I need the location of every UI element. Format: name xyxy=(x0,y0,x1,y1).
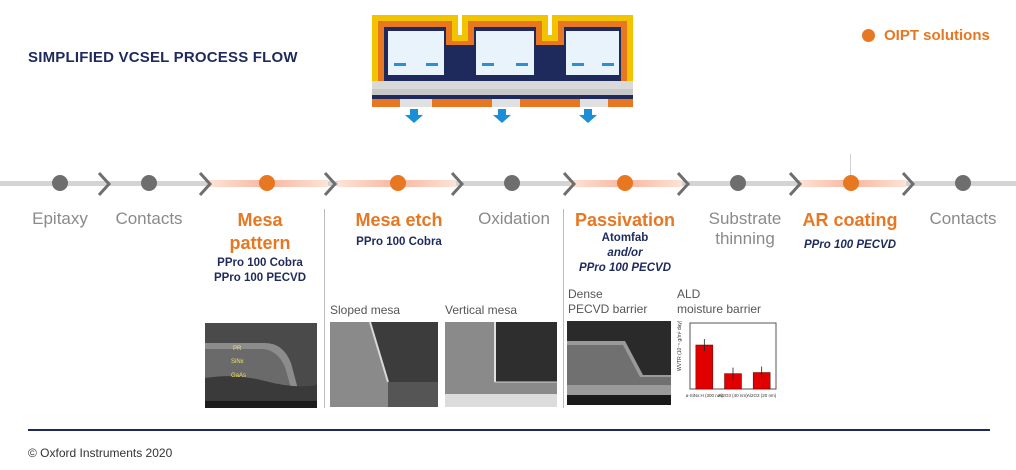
chevron-right-icon xyxy=(901,171,916,197)
step-node-mesa-pattern xyxy=(259,175,275,191)
page-title: SIMPLIFIED VCSEL PROCESS FLOW xyxy=(28,49,298,66)
wvtr-bar-chart: WVTR (10⁻⁵ g/m² day) a-SiNx:H (300 nm)Al… xyxy=(676,321,780,407)
step-node-mesa-etch xyxy=(390,175,406,191)
chart-y-axis-label: WVTR (10⁻⁵ g/m² day) xyxy=(677,321,683,371)
tool-name: PPro 100 Cobra xyxy=(356,236,442,248)
chart-bars xyxy=(695,339,771,390)
step-node-contacts xyxy=(141,175,157,191)
tool-name: Atomfab xyxy=(601,232,649,244)
step-label-passivation: Passivation xyxy=(574,210,676,230)
step-label-contacts: Contacts xyxy=(115,209,183,228)
sem-image-dense-pecvd xyxy=(567,321,671,405)
chevron-right-icon xyxy=(676,171,691,197)
caption-sloped-mesa: Sloped mesa xyxy=(330,303,401,317)
vcsel-schematic xyxy=(370,13,635,123)
chevron-right-icon xyxy=(450,171,465,197)
tools-passivation: Atomfab and/or PPro 100 PECVD xyxy=(566,231,684,276)
step-label-mesa-pattern-line2: pattern xyxy=(229,233,291,253)
footer-divider xyxy=(28,429,990,431)
tool-name: PPro 100 Cobra xyxy=(217,257,303,269)
sem-label: PR xyxy=(233,346,242,352)
tools-ar-coating: PPro 100 PECVD xyxy=(794,238,906,253)
tool-name: PPro 100 PECVD xyxy=(578,262,672,274)
chevron-right-icon xyxy=(97,171,112,197)
step-label-substrate-line2: thinning xyxy=(715,229,775,248)
step-node-ar-coating xyxy=(843,175,859,191)
tool-connector: and/or xyxy=(566,246,684,261)
chart-x-labels: a-SiNx:H (300 nm)Al2O3 (40 nm)Al2O3 (20 … xyxy=(686,393,777,398)
tools-mesa-etch: PPro 100 Cobra xyxy=(340,235,458,250)
tool-name: PPro 100 PECVD xyxy=(213,272,307,284)
caption-line: moisture barrier xyxy=(677,302,762,316)
step-label-mesa-etch: Mesa etch xyxy=(355,210,443,230)
step-label-substrate-line1: Substrate xyxy=(708,209,782,228)
chart-bar xyxy=(695,344,714,390)
chevron-right-icon xyxy=(198,171,213,197)
caption-line: Dense xyxy=(568,287,603,301)
sem-image-sloped-mesa xyxy=(330,322,438,407)
step-label-epitaxy: Epitaxy xyxy=(32,209,88,228)
caption-ald: ALD moisture barrier xyxy=(677,287,761,317)
tool-name: PPro 100 PECVD xyxy=(803,239,897,251)
step-label-oxidation: Oxidation xyxy=(478,209,550,228)
footer-copyright: © Oxford Instruments 2020 xyxy=(28,446,173,460)
caption-line: PECVD barrier xyxy=(568,302,648,316)
chevron-right-icon xyxy=(562,171,577,197)
step-label-contacts-final: Contacts xyxy=(929,209,997,228)
step-node-contacts-final xyxy=(955,175,971,191)
chevron-right-icon xyxy=(788,171,803,197)
tool-connector-text: and/or xyxy=(607,247,643,259)
step-label-ar-coating: AR coating xyxy=(802,210,898,230)
step-node-oxidation xyxy=(504,175,520,191)
caption-vertical-mesa: Vertical mesa xyxy=(445,303,518,317)
legend-dot-icon xyxy=(862,29,875,42)
step-label-mesa-pattern: Mesa pattern xyxy=(200,209,320,255)
sem-image-mesa-pattern: PR SiNx GaAs xyxy=(205,323,317,408)
tick-mark xyxy=(850,154,851,176)
step-label-substrate-thinning: Substrate thinning xyxy=(690,209,800,249)
legend: OIPT solutions xyxy=(862,27,990,44)
chevron-right-icon xyxy=(323,171,338,197)
section-divider xyxy=(563,209,564,408)
step-node-passivation xyxy=(617,175,633,191)
chart-x-tick-label: Al2O3 (40 nm) xyxy=(718,393,748,398)
sem-image-vertical-mesa xyxy=(445,322,557,407)
caption-line: ALD xyxy=(677,287,701,301)
step-node-epitaxy xyxy=(52,175,68,191)
section-divider xyxy=(324,209,325,408)
legend-label: OIPT solutions xyxy=(884,27,990,44)
chart-x-tick-label: Al2O3 (20 nm) xyxy=(747,393,777,398)
step-label-mesa-pattern-line1: Mesa xyxy=(237,210,283,230)
caption-dense-pecvd: Dense PECVD barrier xyxy=(568,287,647,317)
step-node-substrate-thinning xyxy=(730,175,746,191)
sem-label: GaAs xyxy=(231,373,247,379)
tools-mesa-pattern: PPro 100 Cobra PPro 100 PECVD xyxy=(198,256,322,286)
sem-label: SiNx xyxy=(231,359,244,365)
chart-x-tick-label: a-SiNx:H (300 nm) xyxy=(686,393,724,398)
